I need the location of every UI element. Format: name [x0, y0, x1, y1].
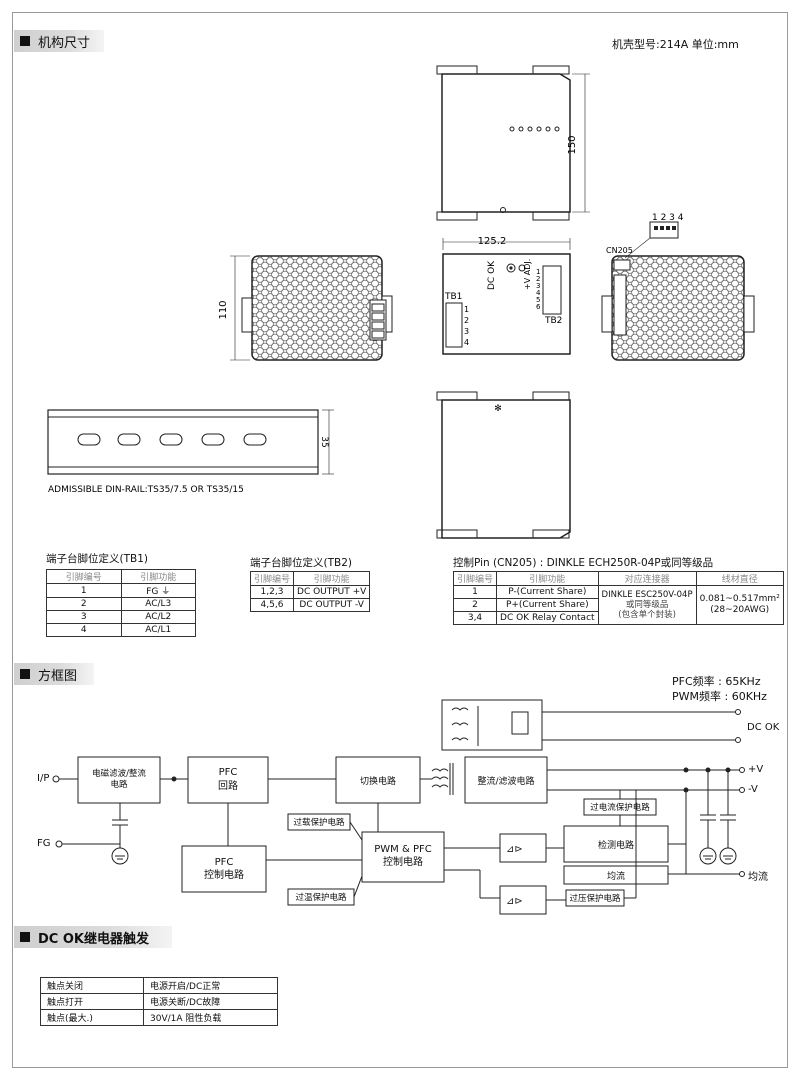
din-rail — [47, 409, 334, 475]
tb2-pins: 1 2 3 4 5 6 — [536, 268, 541, 311]
cn205-label: CN205 — [606, 246, 633, 255]
section-header-mechanical: 机构尺寸 — [14, 30, 104, 52]
top-view — [436, 65, 590, 221]
optocoupler-icons: ⊿⊳ ⊿⊳ — [506, 844, 523, 907]
adj-label: +V ADJ. — [523, 259, 532, 290]
overload-block: 过载保护电路 — [293, 818, 345, 828]
svg-text:4: 4 — [464, 338, 469, 347]
section-marker-icon — [20, 669, 30, 679]
fg-label: FG — [37, 838, 51, 849]
din-rail-note: ADMISSIBLE DIN-RAIL:TS35/7.5 OR TS35/15 — [48, 485, 244, 495]
plus-v-output: +V — [748, 764, 764, 775]
right-side-view — [601, 221, 755, 361]
detect-block: 检测电路 — [597, 841, 634, 851]
section-marker-icon — [20, 36, 30, 46]
rect-block: 整流/滤波电路 — [477, 777, 535, 787]
dim-150: 150 — [567, 135, 578, 154]
tb1-title: 端子台脚位定义(TB1) — [46, 553, 148, 565]
tb1-pins: 1 2 3 4 — [464, 305, 469, 347]
ip-label: I/P — [37, 773, 50, 784]
section-title: 机构尺寸 — [38, 35, 91, 51]
pfc-freq: PFC频率 : 65KHz — [672, 675, 761, 688]
cn-pins-label: 1 2 3 4 — [652, 213, 684, 223]
svg-text:2: 2 — [464, 316, 469, 325]
tb2-label: TB2 — [544, 316, 562, 326]
cn-title: 控制Pin (CN205) : DINKLE ECH250R-04P或同等级品 — [453, 557, 714, 569]
svg-text:2: 2 — [536, 275, 540, 283]
relay-table: 触点关闭电源开启/DC正常 触点打开电源关断/DC故障 触点(最大.)30V/1… — [40, 977, 278, 1026]
section-marker-icon — [20, 932, 30, 942]
mechanical-drawings: 150 125.2 DC OK +V ADJ. TB1 TB2 1 2 3 4 … — [47, 65, 755, 539]
section-header-relay: DC OK继电器触发 — [14, 926, 172, 948]
svg-text:1: 1 — [536, 268, 540, 276]
case-info: 机壳型号:214A 单位:mm — [612, 38, 739, 51]
dc-ok-label: DC OK — [487, 260, 497, 290]
svg-text:4: 4 — [536, 289, 541, 297]
dc-ok-output: DC OK — [747, 722, 780, 733]
tb1-label: TB1 — [444, 292, 462, 302]
svg-text:3: 3 — [464, 327, 469, 336]
dim-125: 125.2 — [478, 236, 507, 247]
svg-text:5: 5 — [536, 296, 540, 304]
table-row: 触点关闭电源开启/DC正常 — [40, 977, 278, 994]
block-diagram: ⊿⊳ ⊿⊳ — [52, 699, 745, 915]
snowflake-icon: ✻ — [494, 404, 502, 414]
svg-text:1: 1 — [464, 305, 469, 314]
tb2-title: 端子台脚位定义(TB2) — [250, 557, 352, 569]
section-header-block: 方框图 — [14, 663, 94, 685]
otp-block: 过温保护电路 — [295, 893, 347, 903]
svg-text:6: 6 — [536, 303, 541, 311]
left-side-view — [230, 255, 393, 361]
svg-text:⊿⊳: ⊿⊳ — [506, 844, 523, 855]
svg-text:3: 3 — [536, 282, 540, 290]
svg-text:⊿⊳: ⊿⊳ — [506, 896, 523, 907]
dim-110: 110 — [218, 300, 229, 319]
table-row: 触点打开电源关断/DC故障 — [40, 993, 278, 1010]
dim-35: 35 — [319, 436, 329, 447]
switch-block: 切换电路 — [359, 777, 396, 787]
front-view — [442, 238, 571, 355]
share-output: 均流 — [748, 872, 768, 883]
emi-block: 电磁滤波/整流电路 — [92, 769, 146, 790]
ovp-block: 过压保护电路 — [569, 894, 621, 904]
minus-v-output: -V — [748, 784, 758, 795]
page-border — [12, 12, 788, 1068]
table-row: 触点(最大.)30V/1A 阻性负载 — [40, 1009, 278, 1026]
share-block: 均流 — [606, 872, 625, 882]
pwm-freq: PWM频率 : 60KHz — [672, 690, 767, 703]
ocp-block: 过电流保护电路 — [590, 803, 650, 813]
bottom-view: ✻ — [436, 391, 571, 539]
